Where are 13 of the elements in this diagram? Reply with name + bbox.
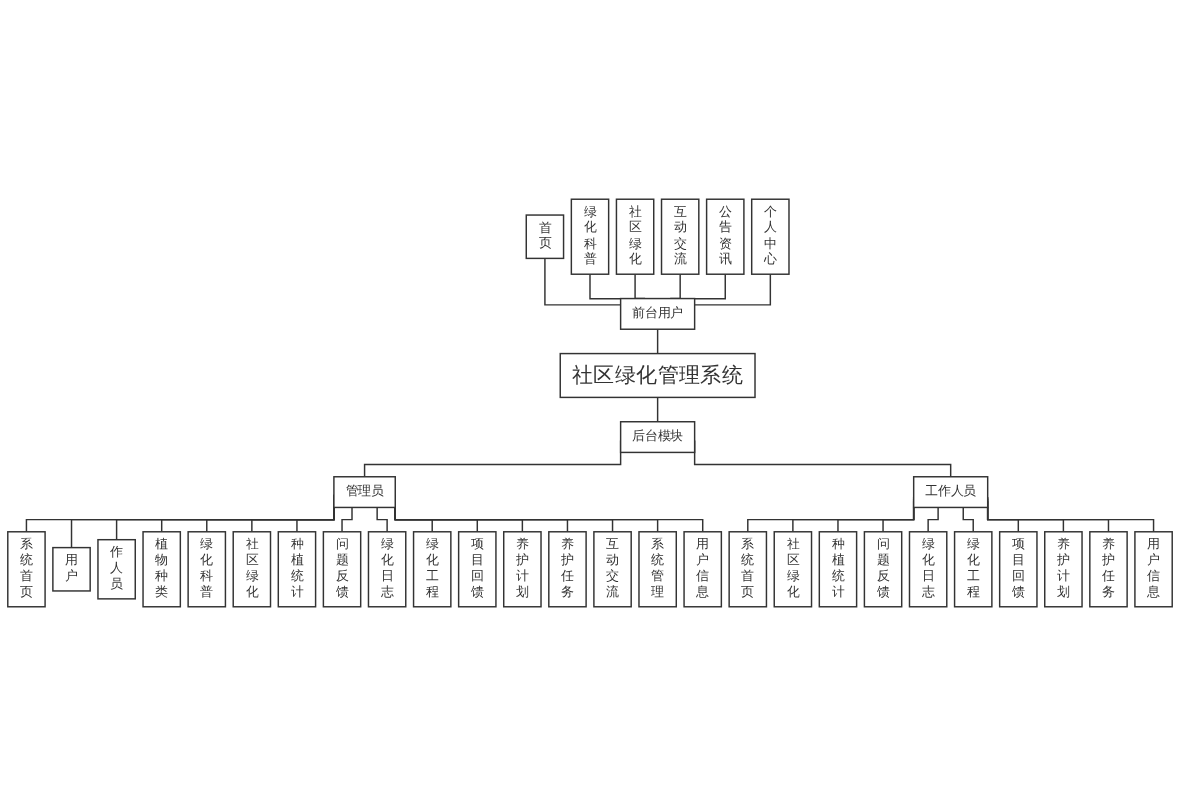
connector xyxy=(927,506,939,533)
connector xyxy=(589,273,622,300)
connector xyxy=(341,506,353,533)
connector xyxy=(962,506,974,533)
connector xyxy=(693,273,772,306)
connector xyxy=(376,506,388,533)
node-box: 社区绿化管理系统 xyxy=(559,352,756,399)
connector xyxy=(544,257,622,306)
connector xyxy=(296,503,335,533)
connector xyxy=(693,273,726,300)
connector xyxy=(656,396,659,423)
connector xyxy=(656,328,659,355)
connector xyxy=(882,506,915,533)
